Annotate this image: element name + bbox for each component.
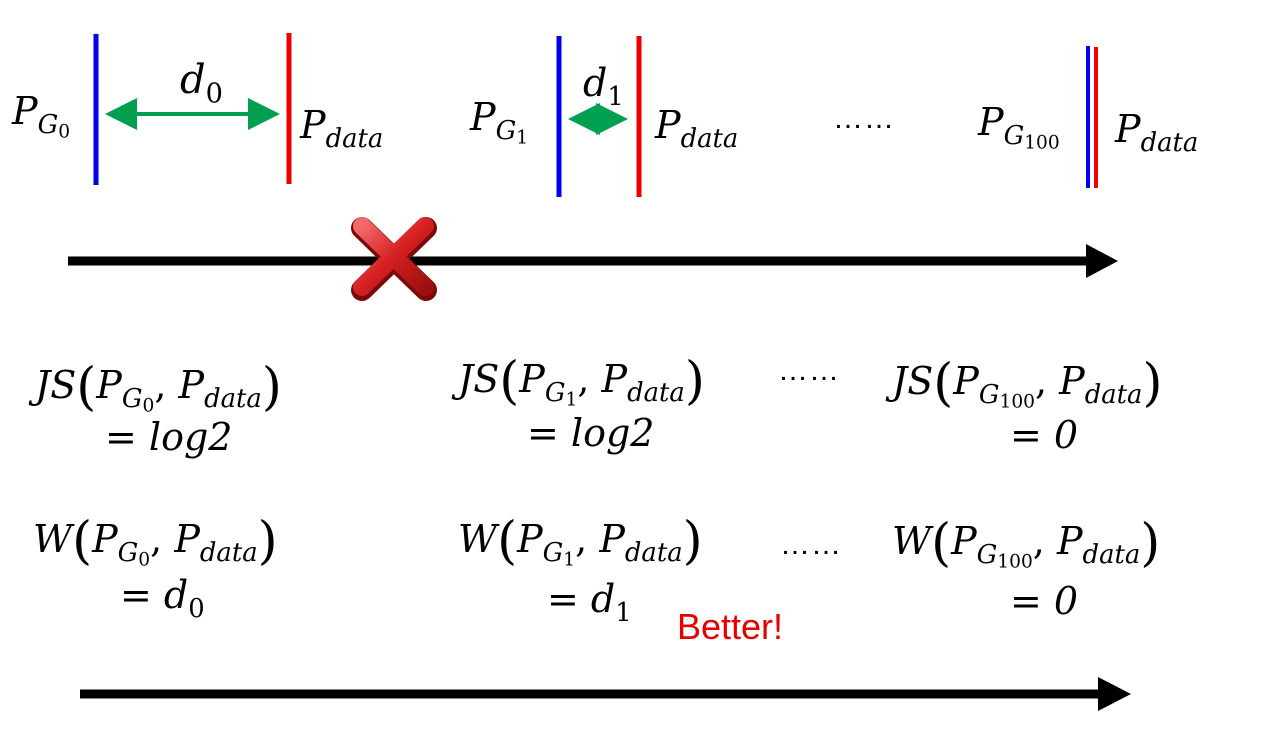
js-result-1: = log2 <box>527 411 655 455</box>
js-result-0: = log2 <box>105 415 233 459</box>
js-progress-arrow-head <box>1086 244 1118 278</box>
d1-label: d1 <box>583 61 624 113</box>
p-g100-label: PG100 <box>978 100 1060 154</box>
p-data-label-0: Pdata <box>300 103 384 155</box>
top-ellipsis: …… <box>833 102 895 135</box>
p-g1-label: PG1 <box>470 95 529 149</box>
js-expression-100: JS(PG100, Pdata) <box>892 353 1163 413</box>
red-x-icon <box>351 217 437 301</box>
p-g0-label: PG0 <box>12 89 71 143</box>
w-result-0: = d0 <box>120 573 205 625</box>
js-ellipsis: …… <box>778 354 840 387</box>
w-expression-1: W(PG1, Pdata) <box>458 511 703 571</box>
w-progress-arrow-head <box>1098 677 1131 711</box>
w-expression-100: W(PG100, Pdata) <box>892 513 1161 573</box>
w-result-1: = d1 <box>547 577 632 629</box>
js-expression-1: JS(PG1, Pdata) <box>458 351 705 411</box>
d0-label: d0 <box>180 57 223 110</box>
js-result-100: = 0 <box>1010 413 1079 457</box>
js-expression-0: JS(PG0, Pdata) <box>35 357 282 417</box>
p-data-label-100: Pdata <box>1115 107 1199 159</box>
p-data-label-1: Pdata <box>655 103 739 155</box>
w-expression-0: W(PG0, Pdata) <box>33 511 278 571</box>
w-ellipsis: …… <box>780 528 842 561</box>
better-label: Better! <box>677 606 784 647</box>
w-result-100: = 0 <box>1010 579 1079 623</box>
